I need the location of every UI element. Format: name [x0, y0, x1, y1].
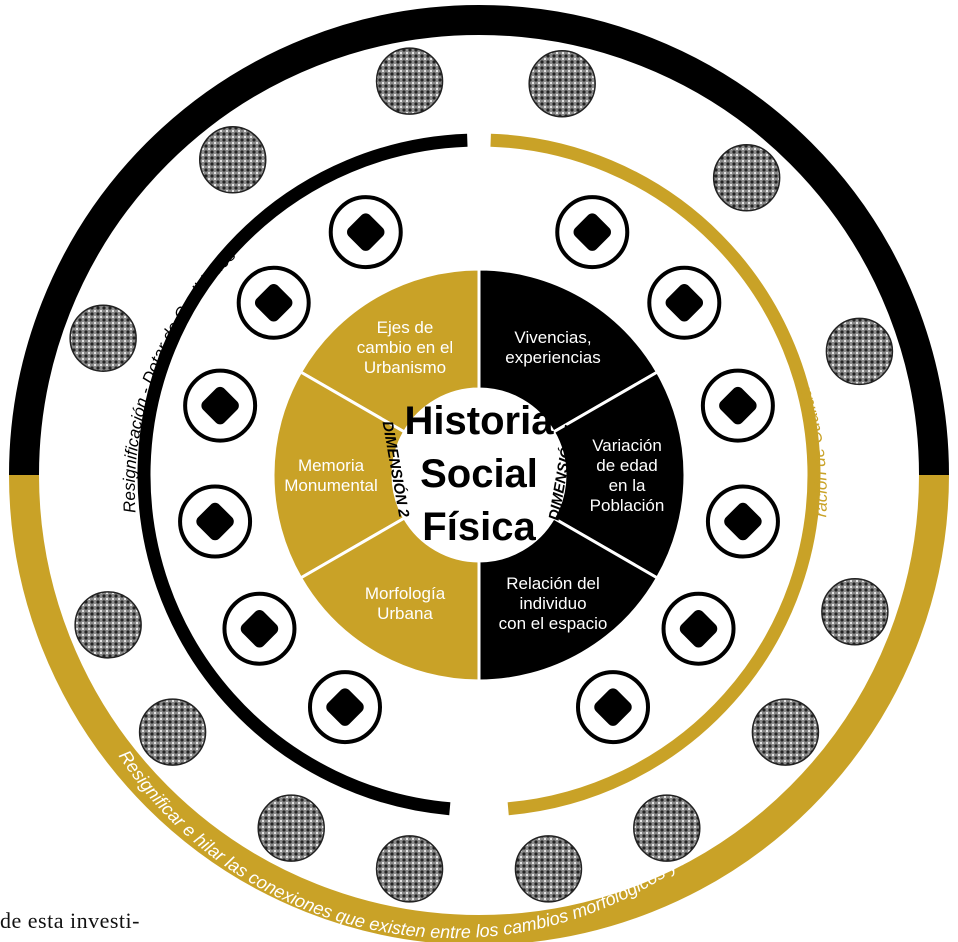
- footer-text: de esta investi-: [0, 908, 140, 933]
- head-profile-icon: [555, 195, 630, 270]
- photo-procession: [825, 317, 894, 386]
- photo-aerial-2: [712, 143, 781, 212]
- segment-right-line: Variación: [592, 436, 662, 455]
- center-circle: [393, 389, 565, 561]
- mountains-icon: [308, 670, 382, 745]
- photo-street: [257, 794, 325, 862]
- outer-photo-ring: [69, 47, 894, 903]
- center-title-line1: Historia: [405, 399, 555, 443]
- photo-houses: [514, 835, 583, 903]
- crowd-heads-icon: [178, 484, 253, 559]
- segment-bottom-left-line: Urbana: [377, 604, 433, 623]
- photo-people: [528, 49, 596, 118]
- segment-bottom-right-line: con el espacio: [499, 614, 608, 633]
- segment-right-line: en la: [609, 476, 646, 495]
- bridge-landscape-icon: [661, 591, 736, 666]
- segment-bottom-left-line: Morfología: [365, 584, 446, 603]
- segment-top-left-line: cambio en el: [357, 338, 453, 357]
- middle-ring-black-arc: [137, 133, 468, 816]
- head-memory-icon: [183, 368, 258, 443]
- city-plan-icon: [236, 265, 311, 340]
- photo-chapel: [138, 698, 207, 766]
- inner-icon-ring: [178, 195, 780, 745]
- photo-aerial-1: [198, 126, 267, 194]
- outer-ring: [9, 5, 949, 942]
- generations-icon: [705, 484, 780, 559]
- photo-village-2: [633, 794, 701, 862]
- worker-pickaxe-icon: [700, 368, 775, 443]
- skyline-icon: [222, 591, 297, 666]
- map-blocks-icon: [328, 195, 403, 270]
- segment-left-line: Memoria: [298, 456, 365, 475]
- center-title-line3: Física: [422, 505, 536, 549]
- segment-top-right-line: experiencias: [505, 348, 600, 367]
- group-people-icon: [647, 265, 722, 340]
- segment-right-line: Población: [590, 496, 665, 515]
- segment-top-left-line: Urbanismo: [364, 358, 446, 377]
- photo-plaza: [375, 835, 444, 903]
- center-title-line2: Social: [420, 452, 538, 496]
- segment-left-line: Monumental: [284, 476, 378, 495]
- photo-village-1: [751, 698, 820, 766]
- photo-landscape-1: [69, 304, 137, 372]
- segment-bottom-right-line: individuo: [519, 594, 586, 613]
- segment-top-left-line: Ejes de: [377, 318, 434, 337]
- segment-bottom-right-line: Relación del: [506, 574, 600, 593]
- outer-ring-gold-arc: [9, 474, 949, 942]
- photo-church-1: [74, 591, 142, 659]
- segment-right-line: de edad: [596, 456, 657, 475]
- hands-globe-icon: [576, 670, 650, 745]
- middle-ring: [137, 133, 821, 816]
- middle-ring-gold-arc: [490, 133, 821, 816]
- segment-top-right-line: Vivencias,: [514, 328, 591, 347]
- photo-tree: [375, 47, 444, 115]
- photo-church-2: [821, 578, 889, 646]
- outer-ring-black-arc: [9, 5, 949, 476]
